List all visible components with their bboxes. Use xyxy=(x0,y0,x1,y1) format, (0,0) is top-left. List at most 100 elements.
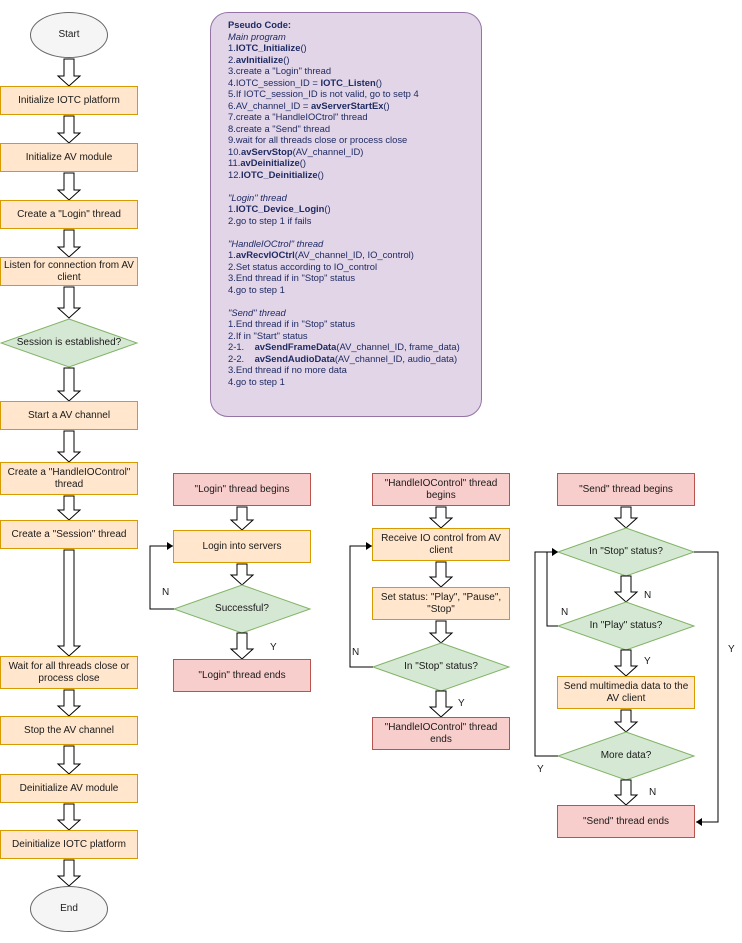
decision-in-stop-status: In "Stop" status? xyxy=(404,661,478,672)
send-label-y2: Y xyxy=(644,656,651,667)
flow-arrow xyxy=(56,367,82,402)
pseudo-code-line: 2.avInitialize() xyxy=(228,53,290,65)
flow-arrow xyxy=(56,172,82,201)
decision-diamond-session xyxy=(0,318,139,368)
handle-thread-label: "HandleIOCtrol" thread xyxy=(228,237,324,249)
handle-retry-loop-head xyxy=(366,542,372,550)
flow-arrow xyxy=(56,115,82,144)
step-create-session-thread: Create a "Session" thread xyxy=(0,520,138,549)
pseudo-code-line: 2-1. avSendFrameData(AV_channel_ID, fram… xyxy=(228,341,460,352)
pseudo-code-line: 2.If in "Start" status xyxy=(228,329,308,341)
pseudo-code-line: 3.End thread if no more data xyxy=(228,364,347,375)
handle-label-y: Y xyxy=(458,698,465,709)
flow-arrow xyxy=(229,632,255,660)
step-deinitialize-iotc: Deinitialize IOTC platform xyxy=(0,830,138,859)
step-wait-threads: Wait for all threads close or process cl… xyxy=(0,656,138,689)
flow-arrow xyxy=(229,506,255,531)
send-thread-begin: "Send" thread begins xyxy=(557,473,695,506)
send-multimedia-data: Send multimedia data to the AV client xyxy=(557,676,695,709)
send-stop-yes-path xyxy=(694,551,719,823)
send-thread-label: "Send" thread xyxy=(228,306,286,318)
receive-io-control: Receive IO control from AV client xyxy=(372,528,510,561)
pseudo-code-line: 10.avServStop(AV_channel_ID) xyxy=(228,145,364,157)
flow-arrow xyxy=(428,561,454,588)
decision-in-play-status: In "Play" status? xyxy=(589,620,663,631)
login-thread-steps: 1.IOTC_Device_Login()2.go to step 1 if f… xyxy=(228,203,473,226)
flow-arrow xyxy=(56,549,82,657)
flow-arrow xyxy=(56,58,82,87)
send-label-y3: Y xyxy=(537,764,544,775)
send-label-y-right: Y xyxy=(728,644,735,655)
send-label-n2: N xyxy=(561,607,569,618)
pseudo-code-title: Pseudo Code: xyxy=(228,19,292,30)
flow-arrow xyxy=(428,690,454,718)
step-start-av-channel: Start a AV channel xyxy=(0,401,138,430)
send-label-n3: N xyxy=(649,787,657,798)
flow-arrow xyxy=(613,709,639,733)
send-play-no-loop xyxy=(546,551,558,627)
flow-arrow xyxy=(428,620,454,644)
step-listen-connection: Listen for connection from AV client xyxy=(0,257,138,286)
handle-thread-steps: 1.avRecvIOCtrl(AV_channel_ID, IO_control… xyxy=(228,249,473,295)
pseudo-code-line: 8.create a "Send" thread xyxy=(228,122,331,134)
flow-arrow xyxy=(56,803,82,831)
pseudo-code-line: 9.wait for all threads close or process … xyxy=(228,134,408,145)
flow-arrow xyxy=(56,859,82,887)
step-create-login-thread: Create a "Login" thread xyxy=(0,200,138,229)
step-initialize-av: Initialize AV module xyxy=(0,143,138,172)
pseudo-code-line: 3.create a "Login" thread xyxy=(228,65,332,76)
step-stop-av-channel: Stop the AV channel xyxy=(0,716,138,745)
pseudo-code-line: 6.AV_channel_ID = avServerStartEx() xyxy=(228,99,390,111)
login-retry-loop-head xyxy=(167,542,173,550)
pseudo-code-line: 1.avRecvIOCtrl(AV_channel_ID, IO_control… xyxy=(228,249,414,260)
flow-arrow xyxy=(56,745,82,775)
send-thread-end: "Send" thread ends xyxy=(557,805,695,838)
pseudo-code-line: 4.go to step 1 xyxy=(228,375,285,387)
send-stop-yes-path-head xyxy=(696,818,702,826)
flow-arrow xyxy=(613,575,639,603)
send-play-no-loop-head xyxy=(552,548,558,556)
pseudo-code-line: 1.End thread if in "Stop" status xyxy=(228,318,356,329)
handle-label-n: N xyxy=(352,647,360,658)
pseudo-code-line: 4.IOTC_session_ID = IOTC_Listen() xyxy=(228,76,382,88)
pseudo-code-line: 1.IOTC_Initialize() xyxy=(228,42,307,53)
flow-arrow xyxy=(56,286,82,319)
main-program-steps: 1.IOTC_Initialize()2.avInitialize()3.cre… xyxy=(228,42,473,180)
decision-session-established: Session is established? xyxy=(16,337,122,348)
flow-arrow xyxy=(56,229,82,258)
flow-arrow xyxy=(56,689,82,717)
pseudo-code-line: 11.avDeinitialize() xyxy=(228,157,306,168)
pseudo-code-line: 5.If IOTC_session_ID is not valid, go to… xyxy=(228,88,419,99)
login-label-n: N xyxy=(162,587,170,598)
pseudo-code-line: 2-2. avSendAudioData(AV_channel_ID, audi… xyxy=(228,352,458,364)
pseudo-code-line: 2.go to step 1 if fails xyxy=(228,214,312,226)
flow-arrow xyxy=(428,506,454,529)
decision-more-data: More data? xyxy=(600,750,652,761)
login-thread-label: "Login" thread xyxy=(228,191,287,203)
end-terminal: End xyxy=(30,886,108,932)
pseudo-code-line: 2.Set status according to IO_control xyxy=(228,260,378,272)
flow-arrow xyxy=(613,779,639,806)
send-label-n1: N xyxy=(644,590,652,601)
login-label-y: Y xyxy=(270,642,277,653)
pseudo-code-line: 4.go to step 1 xyxy=(228,283,285,295)
pseudo-code-line: 3.End thread if in "Stop" status xyxy=(228,272,356,283)
login-retry-loop xyxy=(149,545,174,610)
decision-send-in-stop-status: In "Stop" status? xyxy=(589,546,663,557)
handle-thread-end: "HandleIOControl" thread ends xyxy=(372,717,510,750)
set-status: Set status: "Play", "Pause", "Stop" xyxy=(372,587,510,620)
flow-arrow xyxy=(613,506,639,529)
login-thread-end: "Login" thread ends xyxy=(173,659,311,692)
pseudo-code-line: 7.create a "HandleIOCtrol" thread xyxy=(228,111,368,122)
pseudo-code-line: 1.IOTC_Device_Login() xyxy=(228,203,331,214)
handle-retry-loop xyxy=(349,545,373,668)
flow-arrow xyxy=(613,649,639,677)
handle-thread-begin: "HandleIOControl" thread begins xyxy=(372,473,510,506)
start-terminal: Start xyxy=(30,12,108,58)
main-program-label: Main program xyxy=(228,30,286,42)
pseudo-code-panel: Pseudo Code: Main program 1.IOTC_Initial… xyxy=(210,12,482,417)
pseudo-code-line: 12.IOTC_Deinitialize() xyxy=(228,168,324,180)
flow-arrow xyxy=(229,563,255,586)
decision-successful: Successful? xyxy=(215,603,269,614)
